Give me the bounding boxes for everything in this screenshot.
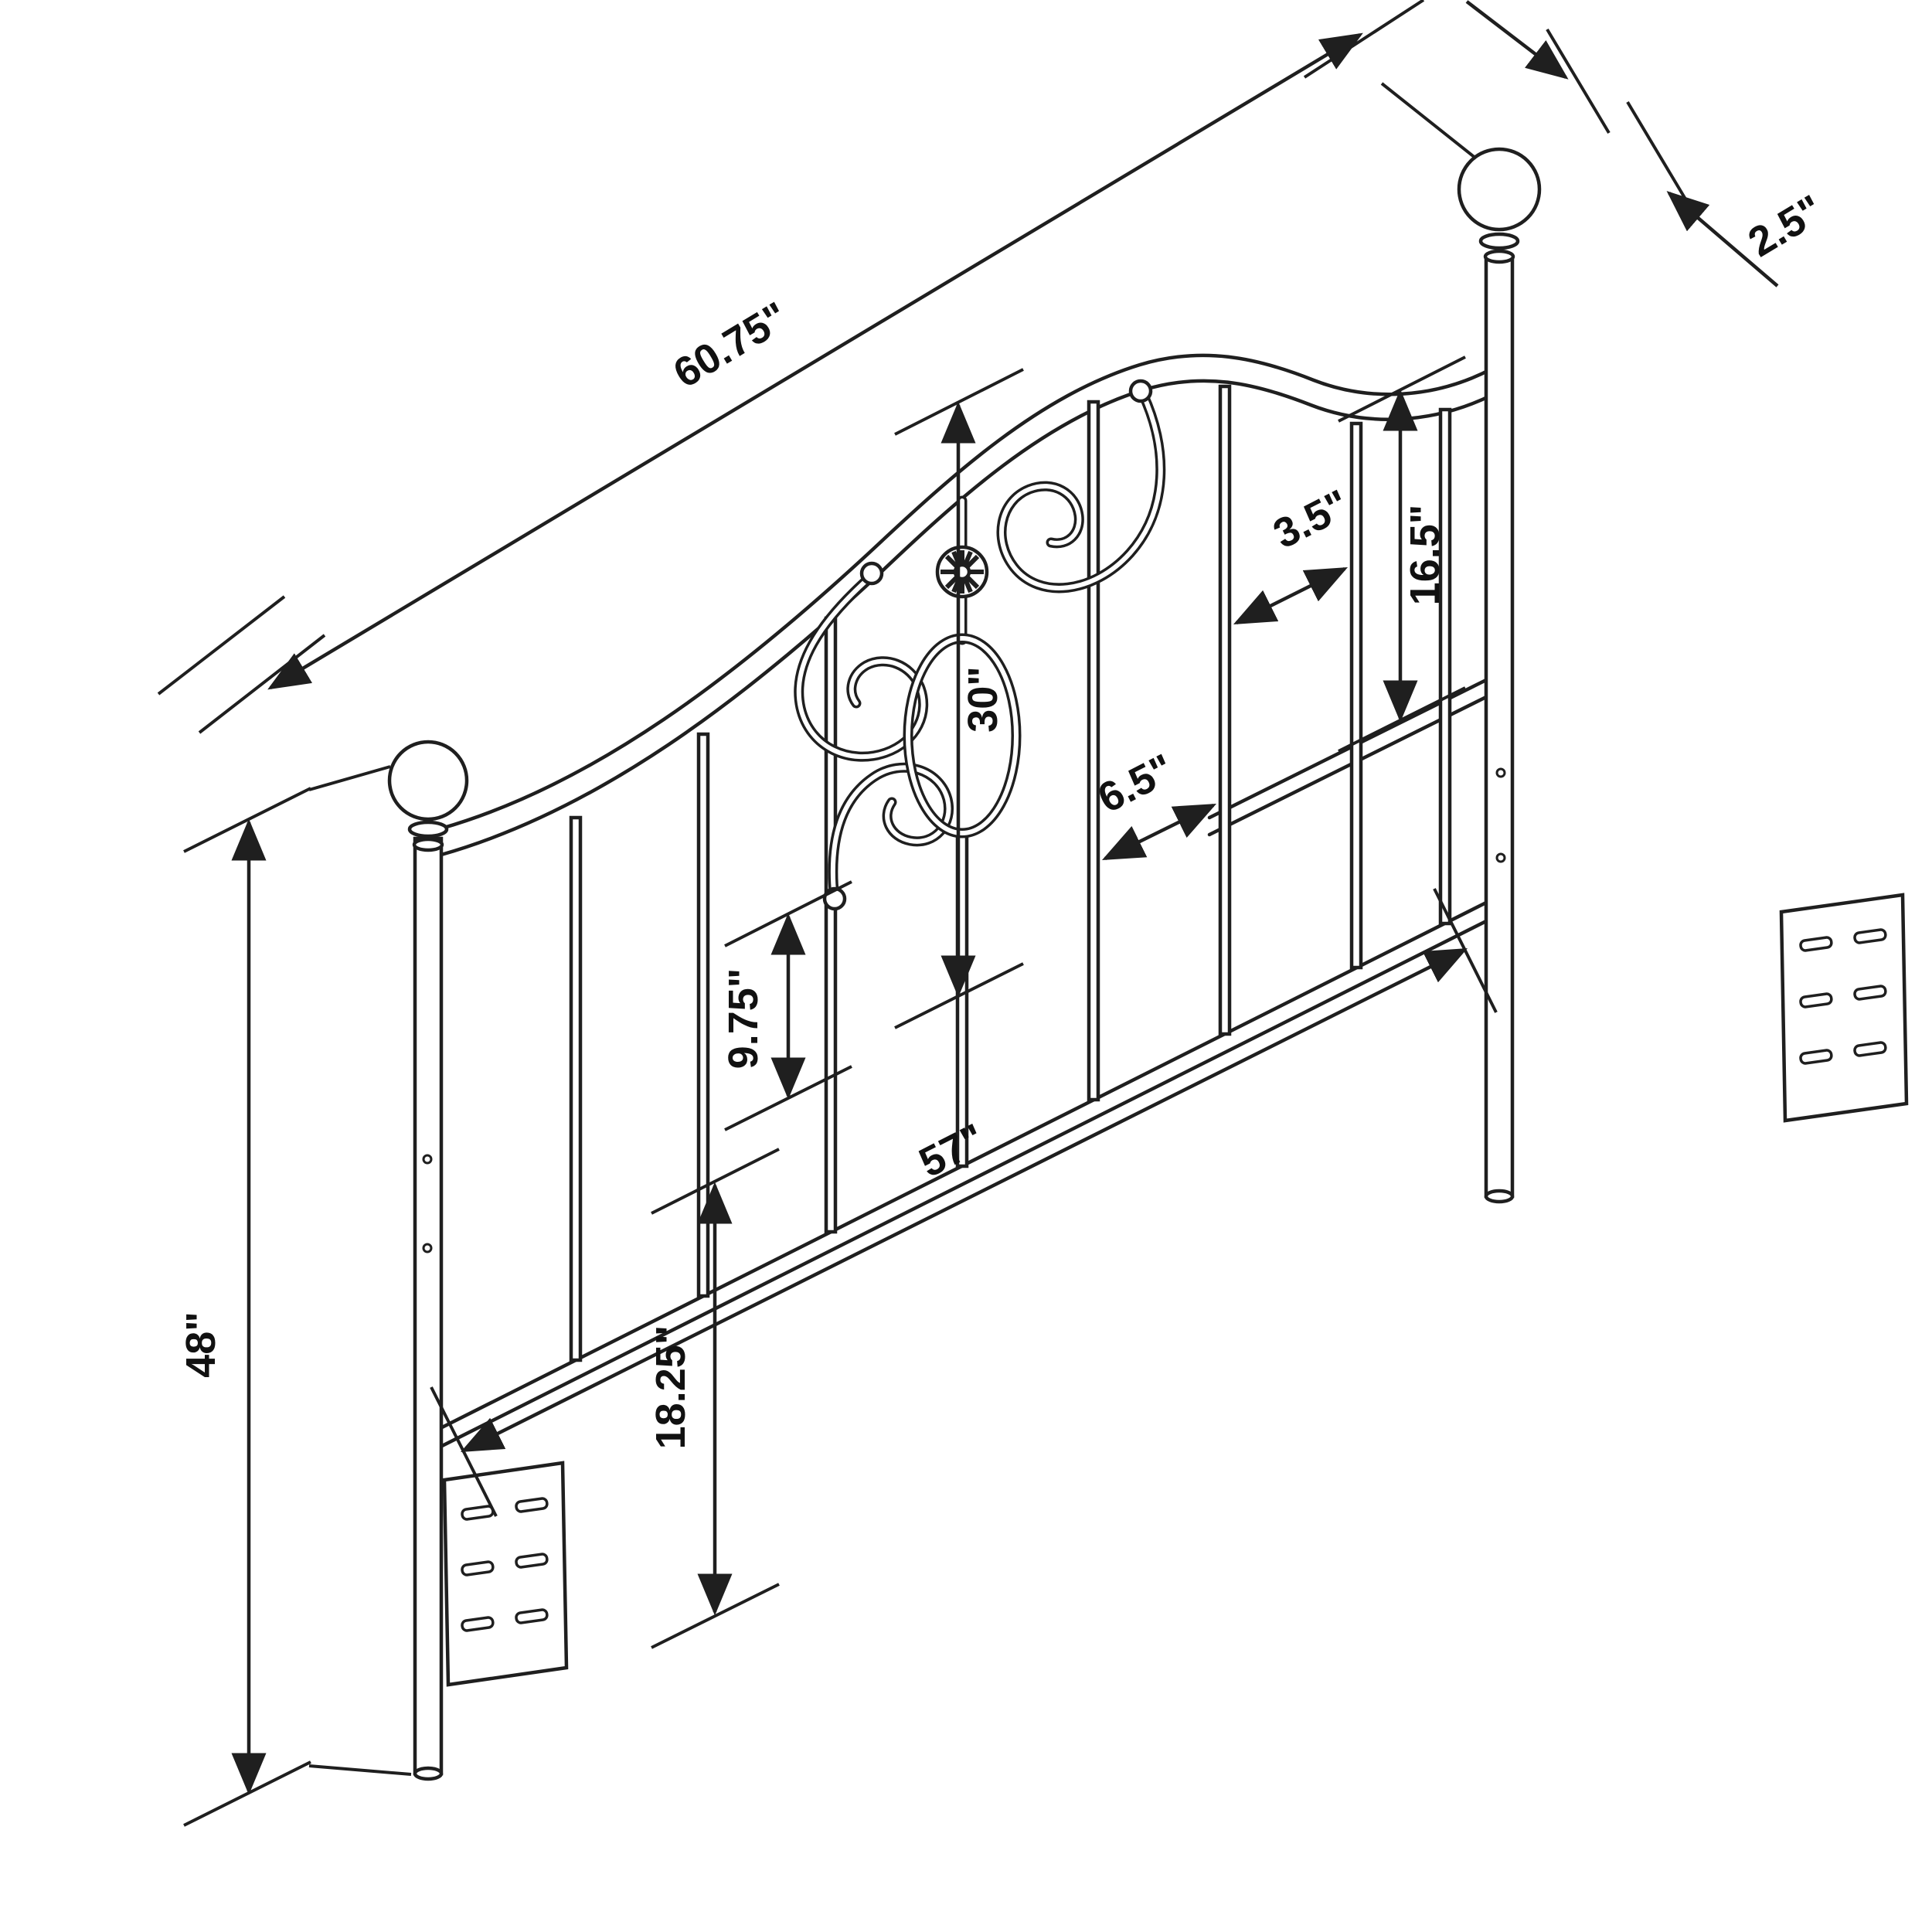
right-plate-face — [1779, 893, 1909, 1123]
dimension-label-overall-height: 48" — [178, 1311, 224, 1378]
left-post-hole-2 — [422, 1243, 433, 1253]
dimension-lower-section-height: 18.25" — [648, 1148, 780, 1649]
left-mounting-plate — [442, 1461, 569, 1687]
extension-line — [198, 634, 326, 734]
spindle-5 — [1087, 400, 1100, 1102]
spindle-8 — [1438, 407, 1452, 926]
spindle-6 — [1218, 384, 1232, 1036]
right-ball-finial — [1457, 147, 1542, 232]
spindle-7 — [1349, 421, 1363, 970]
spindle-3 — [824, 616, 838, 1234]
dimension-overall-height: 48" — [178, 765, 412, 1827]
extension-line — [308, 1764, 412, 1776]
dimension-finial-diameter: 2.5" — [1465, 0, 1831, 287]
extension-line — [1303, 0, 1425, 79]
left-post — [387, 740, 569, 1781]
right-plate-slot-2 — [1799, 992, 1833, 1009]
dimension-label-lower-section-height: 18.25" — [648, 1325, 694, 1450]
dimension-line — [460, 947, 1468, 1453]
lower-scroll-outline — [828, 762, 954, 906]
right-plate-slot-1 — [1799, 936, 1833, 952]
extension-line — [651, 1148, 780, 1215]
scroll-knob-left — [859, 561, 884, 586]
spindle-1 — [569, 815, 583, 1362]
dimension-label-finial-diameter: 2.5" — [1740, 186, 1831, 266]
scrollwork — [794, 379, 1166, 911]
left-ball-finial — [387, 740, 469, 821]
extension-line — [157, 595, 286, 696]
dimension-right-grille-height: 16.5" — [1338, 355, 1466, 753]
right-mounting-plate — [1779, 893, 1909, 1123]
dimension-label-spindle-spacing: 6.5" — [1090, 745, 1181, 821]
right-post-body — [1484, 255, 1515, 1199]
left-finial-collar-2 — [412, 837, 444, 852]
dimension-label-center-arch-height: 30" — [960, 666, 1006, 733]
right-post — [1457, 147, 1909, 1204]
left-plate-slot-6 — [515, 1608, 549, 1624]
right-post-hole-2 — [1495, 852, 1506, 863]
dimension-line — [1101, 803, 1217, 861]
left-plate-slot-2 — [461, 1560, 495, 1577]
dimension-arrow — [1465, 0, 1569, 80]
dimension-label-overall-width: 60.75" — [665, 293, 796, 396]
extension-line — [651, 1583, 780, 1649]
dimension-annotations: 60.75" 2.5" 3.5" 16.5" 30" — [157, 0, 1831, 1827]
extension-line — [308, 765, 391, 791]
right-plate-slot-3 — [1799, 1049, 1833, 1065]
right-finial-collar-2 — [1483, 249, 1515, 264]
right-plate-slot-5 — [1853, 985, 1887, 1001]
dimension-label-right-grille-height: 16.5" — [1402, 505, 1448, 606]
dimension-label-top-spindle-spacing: 3.5" — [1266, 481, 1356, 557]
left-post-body — [413, 836, 444, 1776]
extension-line — [1546, 28, 1611, 134]
left-post-foot-cap — [413, 1766, 444, 1781]
right-post-foot-cap — [1484, 1189, 1515, 1204]
left-post-hole-1 — [422, 1154, 433, 1165]
left-plate-slot-5 — [515, 1553, 549, 1569]
extension-line — [1626, 100, 1691, 207]
right-plate-slot-6 — [1853, 1041, 1887, 1057]
flower-medallion — [935, 545, 989, 599]
extension-line — [1380, 82, 1478, 160]
right-finial-collar-1 — [1478, 232, 1520, 250]
dimension-spindle-spacing: 6.5" — [1090, 745, 1217, 861]
spindle-2 — [696, 732, 710, 1298]
right-plate-slot-4 — [1853, 928, 1887, 944]
dimension-label-spindle-segment-length: 9.75" — [720, 968, 767, 1070]
dimension-arrow — [1666, 191, 1779, 287]
dimension-line — [1233, 566, 1349, 625]
left-finial-collar-1 — [407, 820, 449, 838]
left-plate-slot-4 — [515, 1497, 549, 1513]
right-post-hole-1 — [1495, 767, 1506, 778]
left-plate-slot-3 — [461, 1616, 495, 1632]
scroll-knob-right — [1128, 379, 1153, 403]
dimension-line — [267, 32, 1363, 690]
dimension-top-spindle-spacing: 3.5" — [1233, 481, 1356, 625]
